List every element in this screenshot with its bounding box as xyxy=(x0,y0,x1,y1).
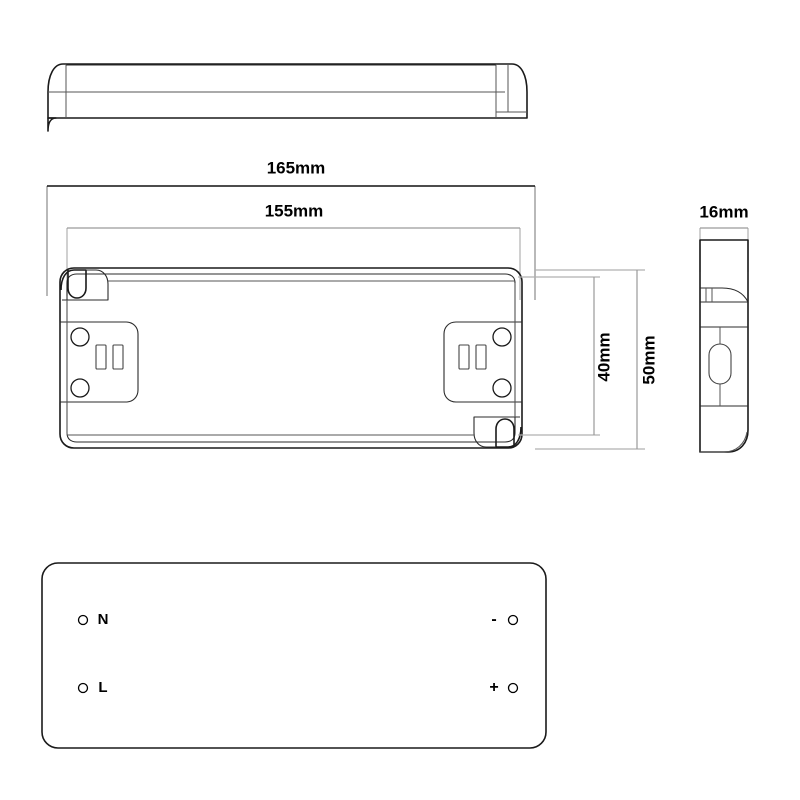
flange-left-slot-b xyxy=(112,344,124,370)
front-body-outline xyxy=(47,117,57,132)
flange-left-plate xyxy=(59,321,139,403)
dimension-40mm: 40mm xyxy=(518,276,613,436)
mounting-flange-right xyxy=(443,321,523,403)
front-elevation-view xyxy=(47,63,528,132)
terminal-label-negative: - xyxy=(491,611,496,628)
terminal-hole-l xyxy=(77,682,89,694)
top-plan-view xyxy=(59,267,523,449)
chassis-inner-outline xyxy=(66,273,516,443)
dimension-16mm: 16mm xyxy=(699,202,749,272)
dim-label-155mm: 155mm xyxy=(265,201,324,220)
flange-left-hole-top xyxy=(70,327,90,347)
dimension-165mm: 165mm xyxy=(46,158,536,300)
dimension-50mm: 50mm xyxy=(535,269,658,450)
terminal-label-n: N xyxy=(98,611,109,628)
chassis-outer-outline xyxy=(59,267,523,449)
flange-right-slot-b xyxy=(458,344,470,370)
terminal-group-output: - + xyxy=(489,611,519,696)
flange-right-hole-top xyxy=(492,327,512,347)
terminal-hole-n xyxy=(77,614,89,626)
mounting-flange-left xyxy=(59,321,139,403)
front-body-silhouette xyxy=(47,63,528,119)
dim-label-50mm: 50mm xyxy=(639,335,658,384)
flange-right-slot-a xyxy=(475,344,487,370)
bottom-plan-view: N L - + xyxy=(41,562,547,749)
terminal-hole-positive xyxy=(507,682,519,694)
terminal-hole-negative xyxy=(507,614,519,626)
dim-label-40mm: 40mm xyxy=(594,332,613,381)
terminal-group-input: N L xyxy=(77,611,109,696)
mounting-notch-top-left xyxy=(60,269,87,299)
mounting-notch-bottom-right-inner xyxy=(473,416,520,448)
flange-right-plate xyxy=(443,321,523,403)
bottom-plate-outline xyxy=(41,562,547,749)
dim-label-16mm: 16mm xyxy=(699,202,748,221)
dim-label-165mm: 165mm xyxy=(267,158,326,177)
terminal-label-l: L xyxy=(98,679,107,696)
dimension-155mm: 155mm xyxy=(66,201,521,300)
side-bottom-chamfer-hint xyxy=(700,431,748,453)
mounting-notch-bottom-right xyxy=(495,418,522,448)
flange-left-slot-a xyxy=(95,344,107,370)
side-elevation-view xyxy=(699,239,749,453)
terminal-label-positive: + xyxy=(489,679,498,696)
flange-left-hole-bottom xyxy=(70,378,90,398)
side-upper-chamfer xyxy=(700,287,749,303)
side-oval-feature xyxy=(708,343,732,385)
mounting-notch-top-left-inner xyxy=(62,269,109,301)
flange-right-hole-bottom xyxy=(492,378,512,398)
